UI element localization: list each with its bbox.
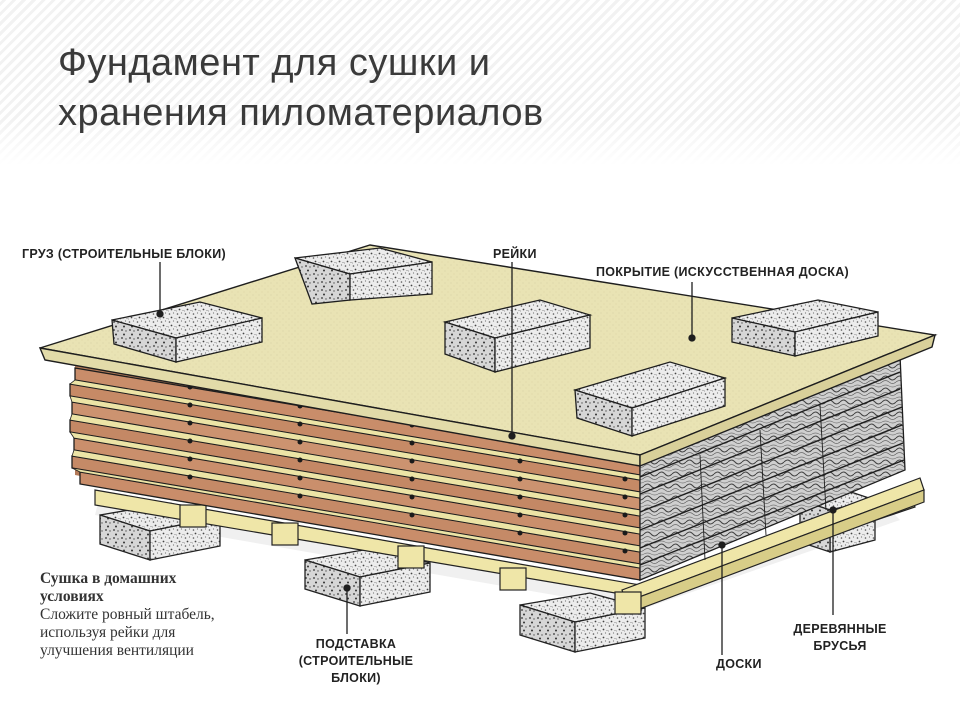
side-slat-lines <box>639 371 905 566</box>
support-block <box>519 592 646 653</box>
slide-title: Фундамент для сушки и хранения пиломатер… <box>58 38 544 138</box>
cover-edge-side <box>639 333 937 468</box>
note-title-line-2: условиях <box>40 588 104 605</box>
label-slats: РЕЙКИ <box>493 246 537 261</box>
leader-stand <box>343 584 351 634</box>
slats-front <box>69 379 641 569</box>
weight-block <box>442 299 593 373</box>
slide-title-line-1: Фундамент для сушки и <box>58 42 491 84</box>
leader-cover <box>688 282 696 342</box>
slide-header-fade <box>0 120 960 165</box>
wooden-beams <box>94 477 925 615</box>
label-beams-line-1: ДЕРЕВЯННЫЕ <box>793 622 886 636</box>
leader-weight <box>156 262 164 318</box>
label-stand-line-3: БЛОКИ) <box>331 671 381 685</box>
weight-block <box>572 361 728 437</box>
weight-blocks <box>111 247 879 437</box>
leader-slats <box>508 262 516 440</box>
label-beams-line-2: БРУСЬЯ <box>813 639 866 653</box>
label-stand-line-1: ПОДСТАВКА <box>316 637 396 651</box>
leader-boards <box>718 541 726 655</box>
home-drying-note: Сушка в домашних условиях Сложите ровный… <box>40 570 300 660</box>
label-weight: ГРУЗ (СТРОИТЕЛЬНЫЕ БЛОКИ) <box>22 247 226 261</box>
weight-block <box>111 301 263 363</box>
label-boards: ДОСКИ <box>716 657 762 671</box>
note-body-line-3: улучшения вентиляции <box>40 642 194 659</box>
note-body-line-1: Сложите ровный штабель, <box>40 606 215 623</box>
note-title-line-1: Сушка в домашних <box>40 570 177 587</box>
slide-title-line-2: хранения пиломатериалов <box>58 92 544 134</box>
leader-beams <box>829 506 837 615</box>
beam-end <box>179 504 642 615</box>
weight-block <box>731 299 879 357</box>
note-body-line-2: используя рейки для <box>40 624 176 641</box>
board-layers <box>69 354 906 581</box>
callout-leaders <box>156 262 837 655</box>
label-cover: ПОКРЫТИЕ (ИСКУССТВЕННАЯ ДОСКА) <box>596 265 849 279</box>
weight-block <box>293 247 433 305</box>
label-stand-line-2: (СТРОИТЕЛЬНЫЕ <box>299 654 414 668</box>
